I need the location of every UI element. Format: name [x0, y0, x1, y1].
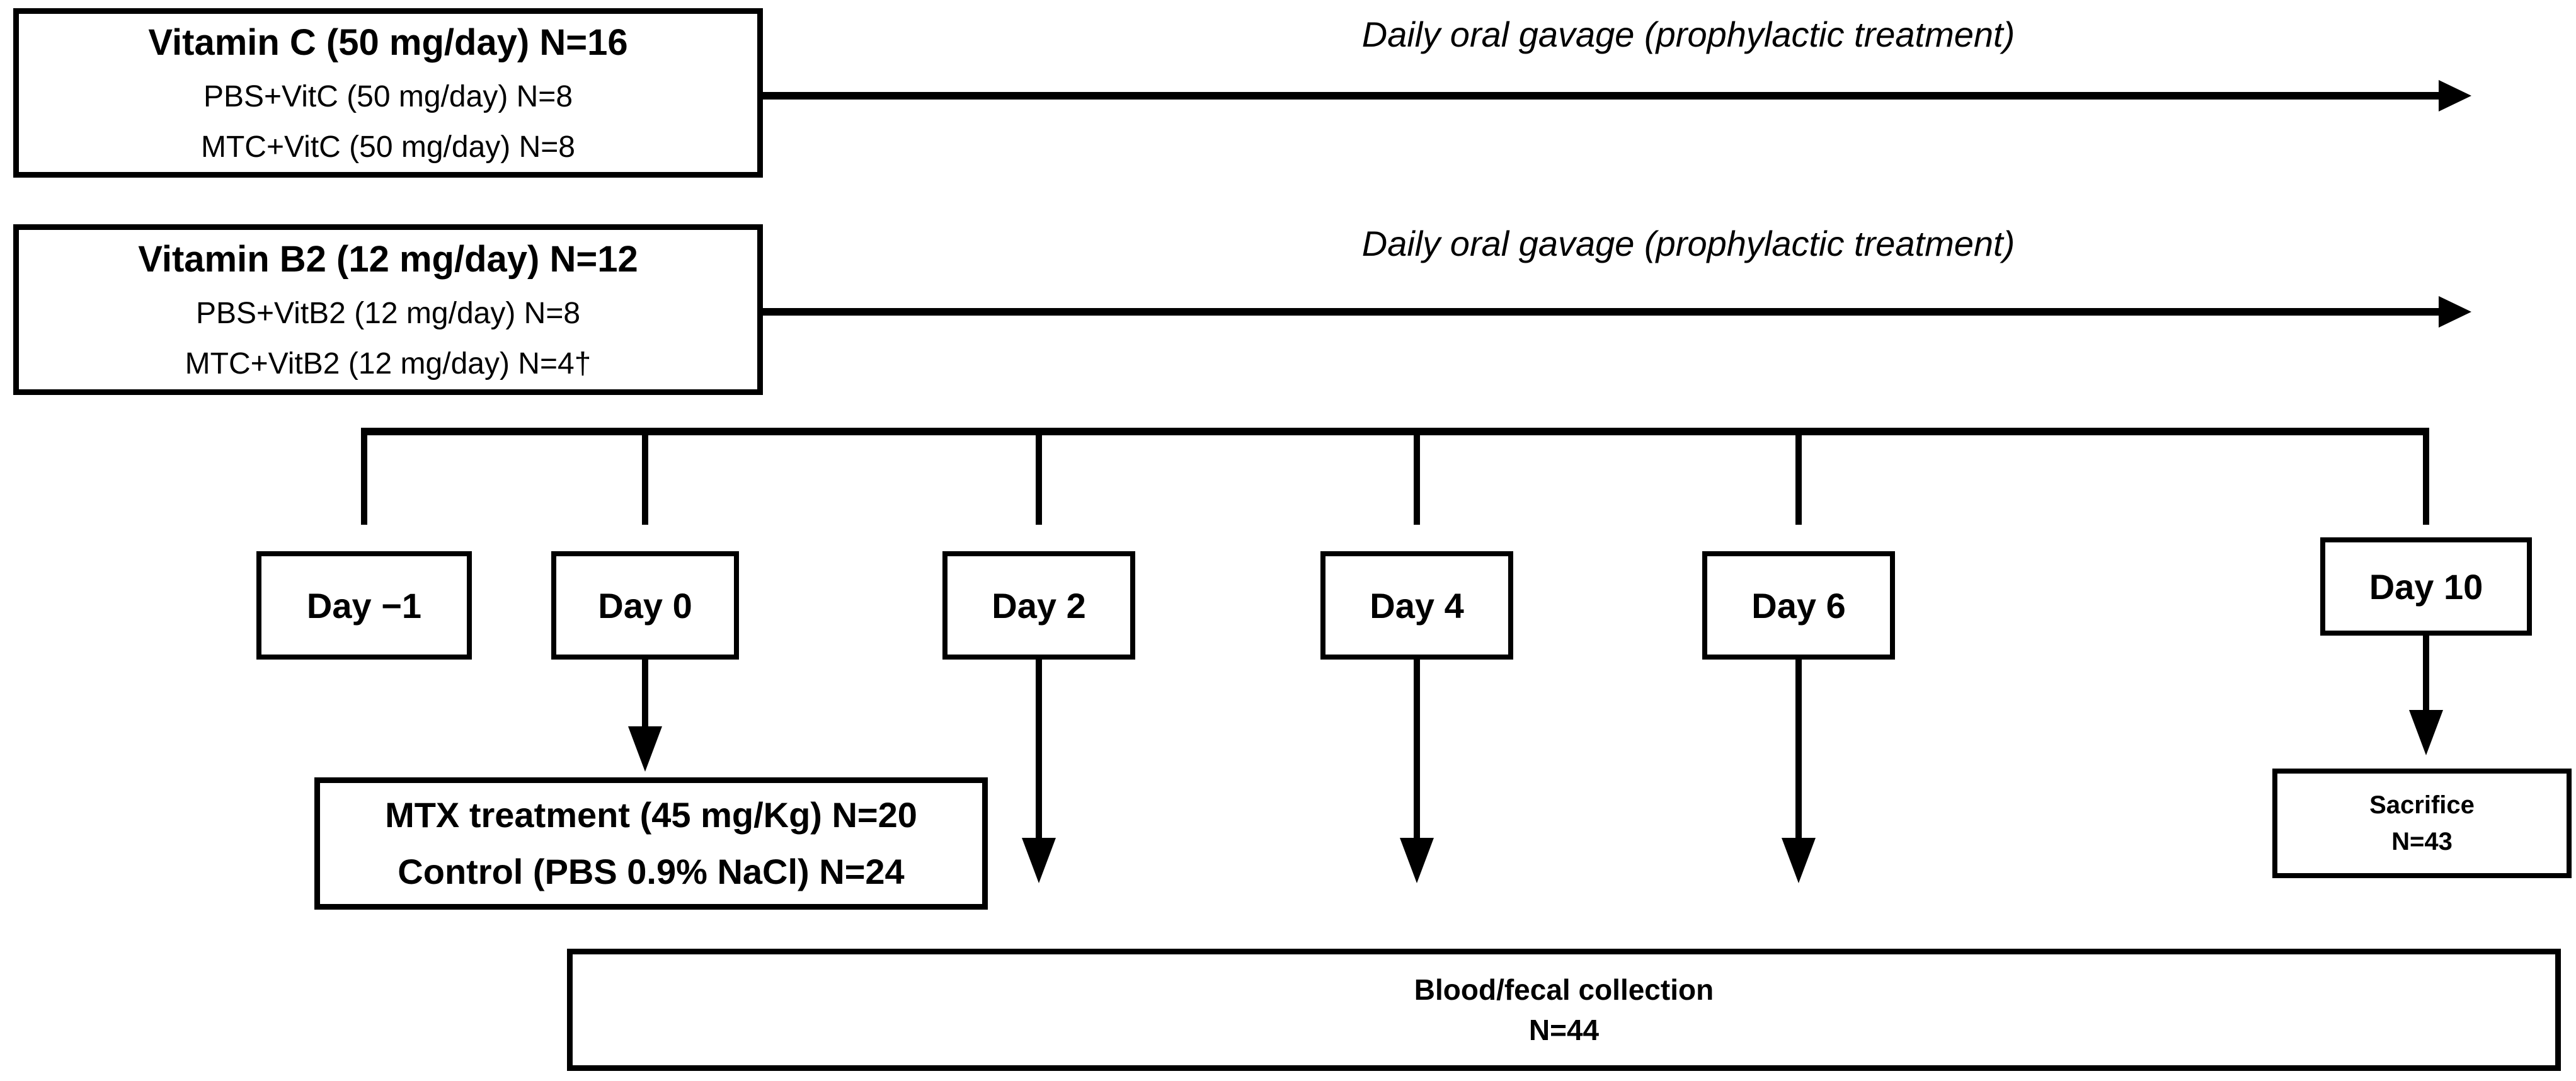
mtx-treatment-line: MTX treatment (45 mg/Kg) N=20 — [385, 795, 917, 835]
vitamin-b2-group-box: Vitamin B2 (12 mg/day) N=12 PBS+VitB2 (1… — [13, 224, 763, 395]
day-box-minus1: Day −1 — [256, 551, 472, 660]
gavage-arrow-vitb2-shaft — [762, 308, 2439, 316]
mtx-treatment-box: MTX treatment (45 mg/Kg) N=20 Control (P… — [314, 777, 988, 910]
vitamin-c-subgroup-pbs: PBS+VitC (50 mg/day) N=8 — [203, 79, 573, 113]
timeline-bracket-bar — [361, 428, 2429, 435]
arrowhead-right-icon — [2439, 296, 2471, 328]
timeline-drop-day0 — [642, 435, 648, 525]
timeline-drop-day10 — [2423, 435, 2429, 525]
arrowhead-down-icon — [2409, 710, 2443, 755]
sacrifice-box: Sacrifice N=43 — [2272, 769, 2572, 878]
collection-label: Blood/fecal collection — [1414, 973, 1714, 1006]
down-arrow-day10-shaft — [2423, 636, 2429, 710]
down-arrow-day6-shaft — [1795, 660, 1802, 838]
day-box-4: Day 4 — [1320, 551, 1513, 660]
down-arrow-day2-shaft — [1036, 660, 1042, 838]
day-box-6: Day 6 — [1702, 551, 1895, 660]
timeline-drop-day2 — [1036, 435, 1042, 525]
vitamin-c-group-title: Vitamin C (50 mg/day) N=16 — [148, 21, 628, 63]
vitamin-c-group-box: Vitamin C (50 mg/day) N=16 PBS+VitC (50 … — [13, 8, 763, 178]
gavage-label-vitb2: Daily oral gavage (prophylactic treatmen… — [1361, 224, 2015, 263]
control-line: Control (PBS 0.9% NaCl) N=24 — [398, 852, 905, 891]
timeline-drop-day6 — [1795, 435, 1802, 525]
blood-fecal-collection-box: Blood/fecal collection N=44 — [567, 949, 2561, 1071]
day-box-2: Day 2 — [942, 551, 1135, 660]
collection-count: N=44 — [1528, 1014, 1600, 1046]
vitamin-b2-subgroup-pbs: PBS+VitB2 (12 mg/day) N=8 — [195, 296, 581, 330]
timeline-drop-day-minus1 — [361, 435, 367, 525]
timeline-drop-day4 — [1414, 435, 1420, 525]
arrowhead-down-icon — [1022, 838, 1056, 883]
sacrifice-label: Sacrifice — [2369, 791, 2475, 819]
arrowhead-right-icon — [2439, 80, 2471, 112]
down-arrow-day0-shaft — [642, 660, 648, 726]
vitamin-c-subgroup-mtc: MTC+VitC (50 mg/day) N=8 — [201, 130, 575, 164]
arrowhead-down-icon — [628, 726, 662, 772]
gavage-arrow-vitc-shaft — [762, 92, 2439, 100]
vitamin-b2-subgroup-mtc: MTC+VitB2 (12 mg/day) N=4† — [185, 346, 592, 380]
down-arrow-day4-shaft — [1414, 660, 1420, 838]
day-box-10: Day 10 — [2320, 537, 2532, 636]
day-box-0: Day 0 — [551, 551, 739, 660]
arrowhead-down-icon — [1400, 838, 1434, 883]
sacrifice-count: N=43 — [2391, 828, 2453, 855]
arrowhead-down-icon — [1782, 838, 1816, 883]
vitamin-b2-group-title: Vitamin B2 (12 mg/day) N=12 — [138, 238, 638, 280]
gavage-label-vitc: Daily oral gavage (prophylactic treatmen… — [1361, 14, 2015, 54]
